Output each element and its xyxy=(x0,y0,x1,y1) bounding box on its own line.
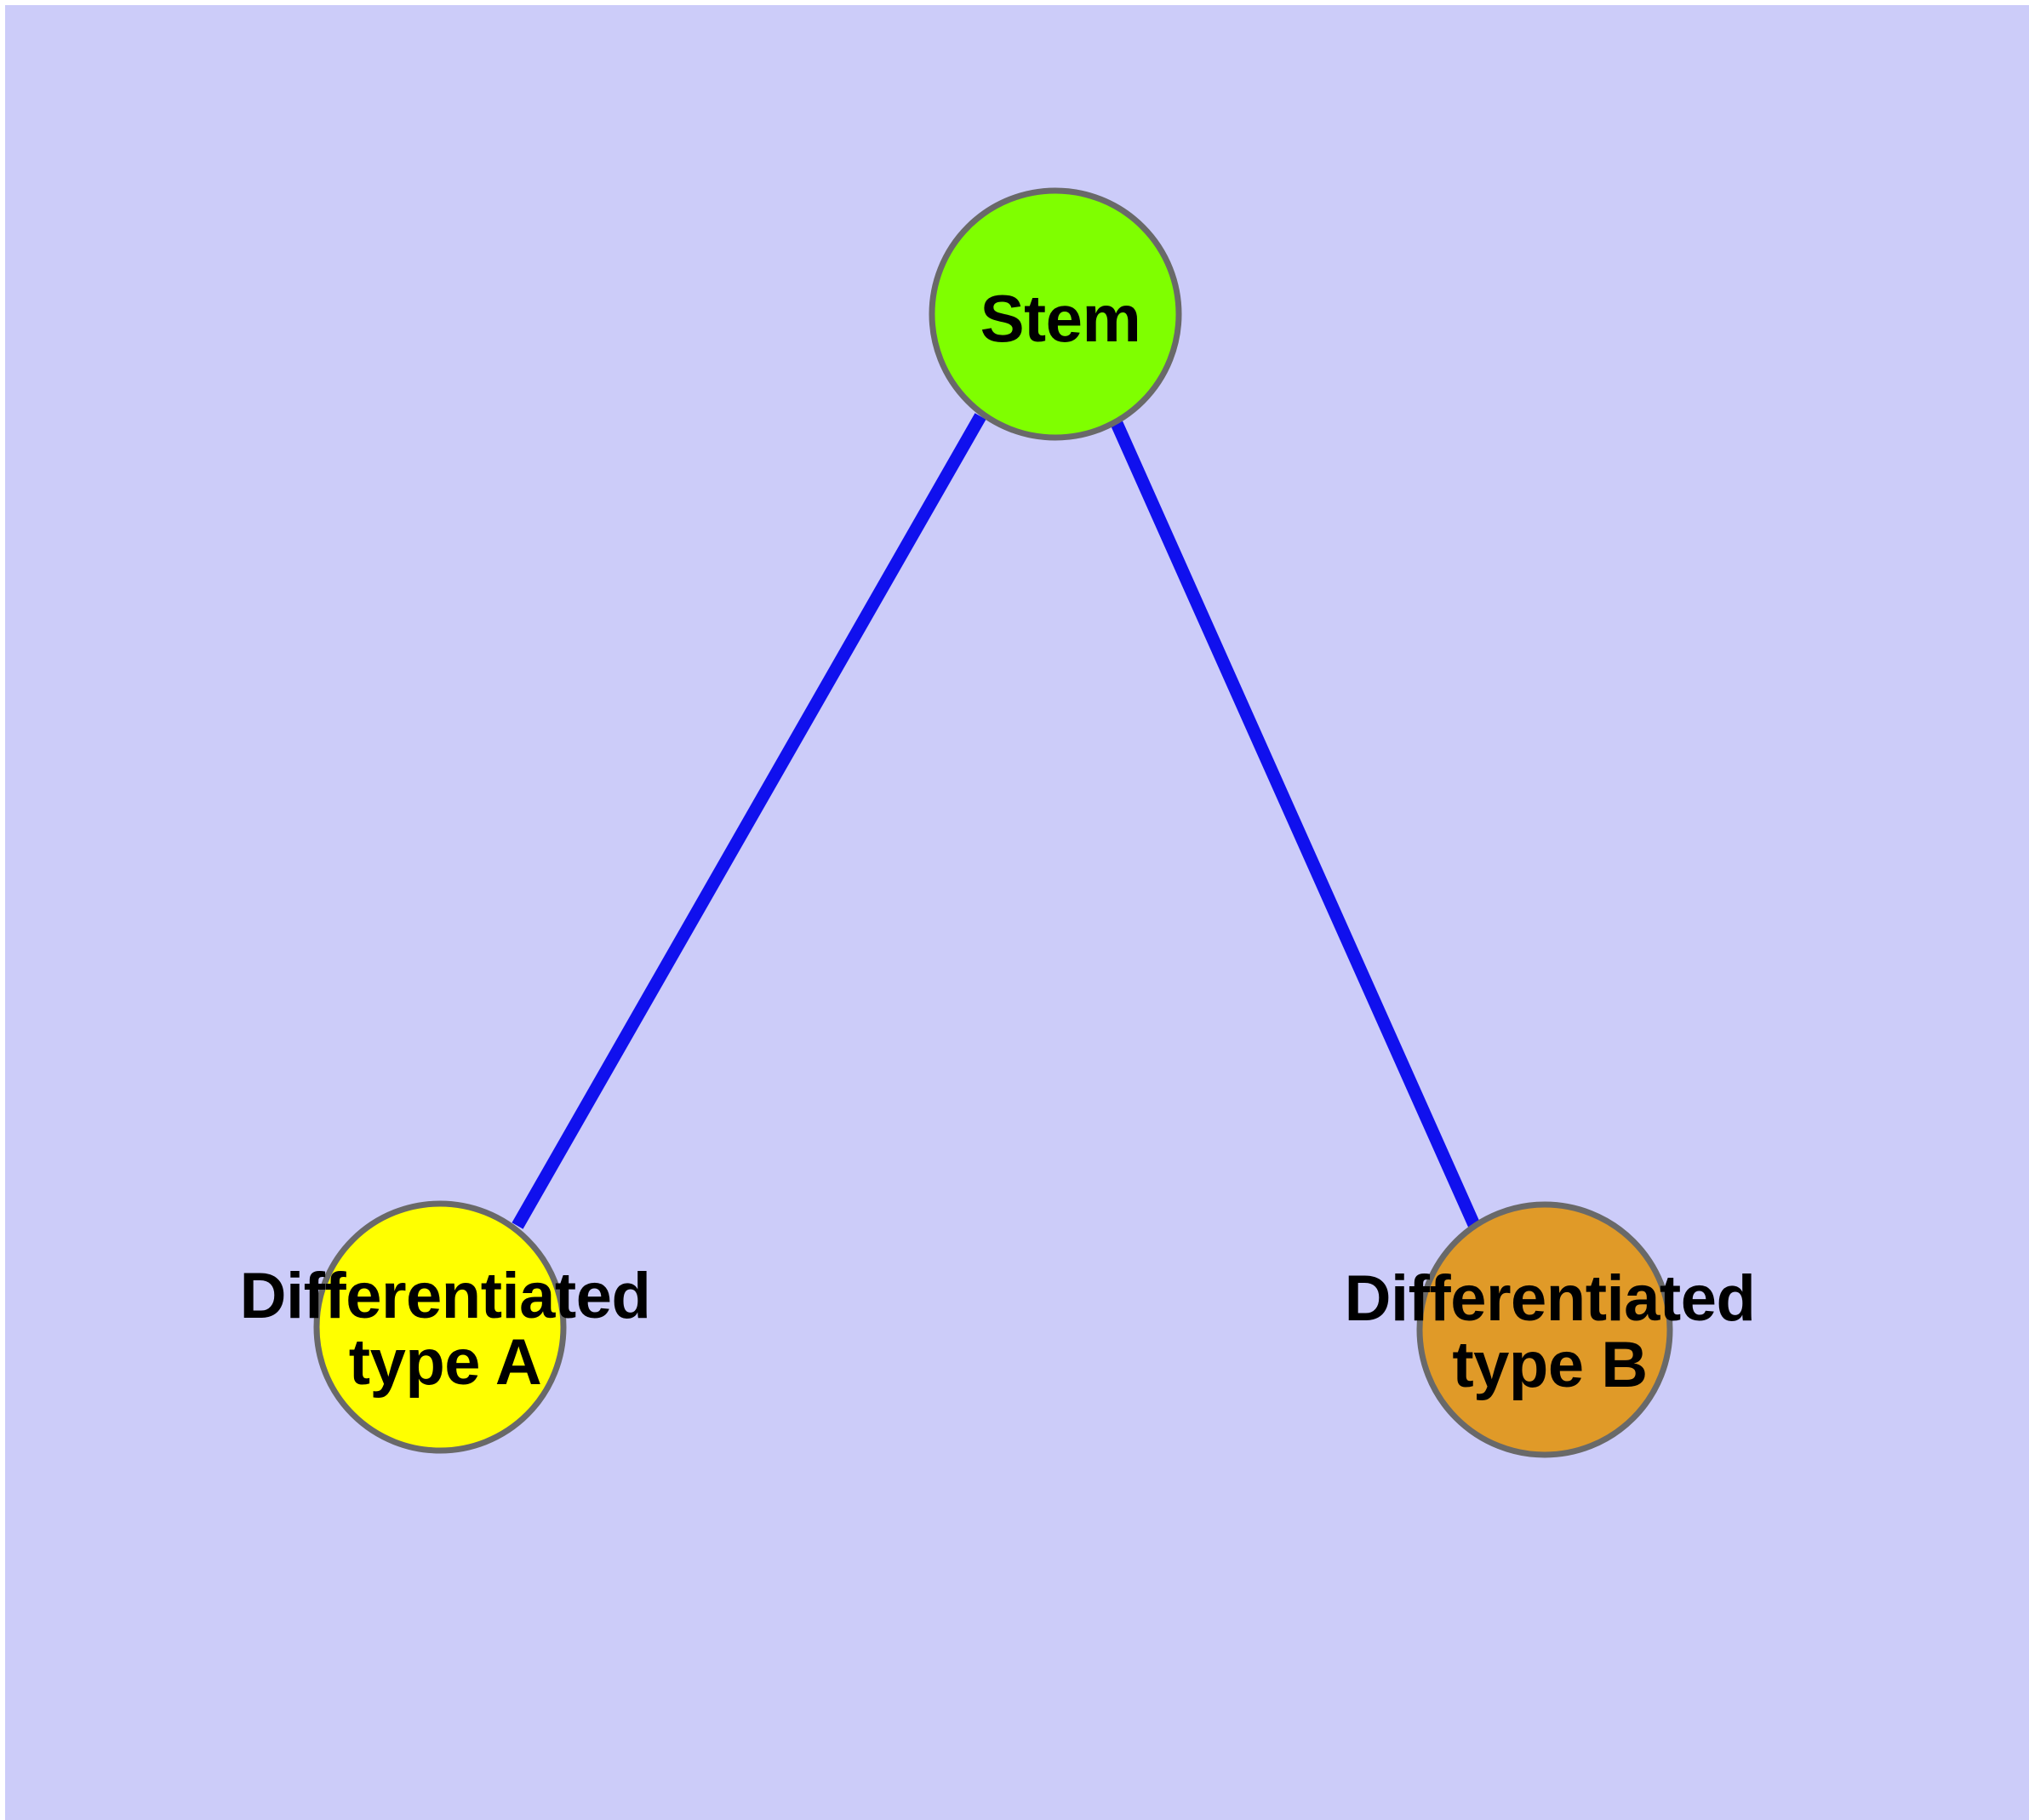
node-diff-a-circle[interactable] xyxy=(313,1200,567,1454)
node-diff-b-circle[interactable] xyxy=(1416,1201,1673,1458)
edge-stem-to-diff-b[interactable] xyxy=(1110,418,1481,1230)
node-stem-circle[interactable] xyxy=(929,187,1182,441)
edge-stem-to-diff-a[interactable] xyxy=(512,413,986,1229)
